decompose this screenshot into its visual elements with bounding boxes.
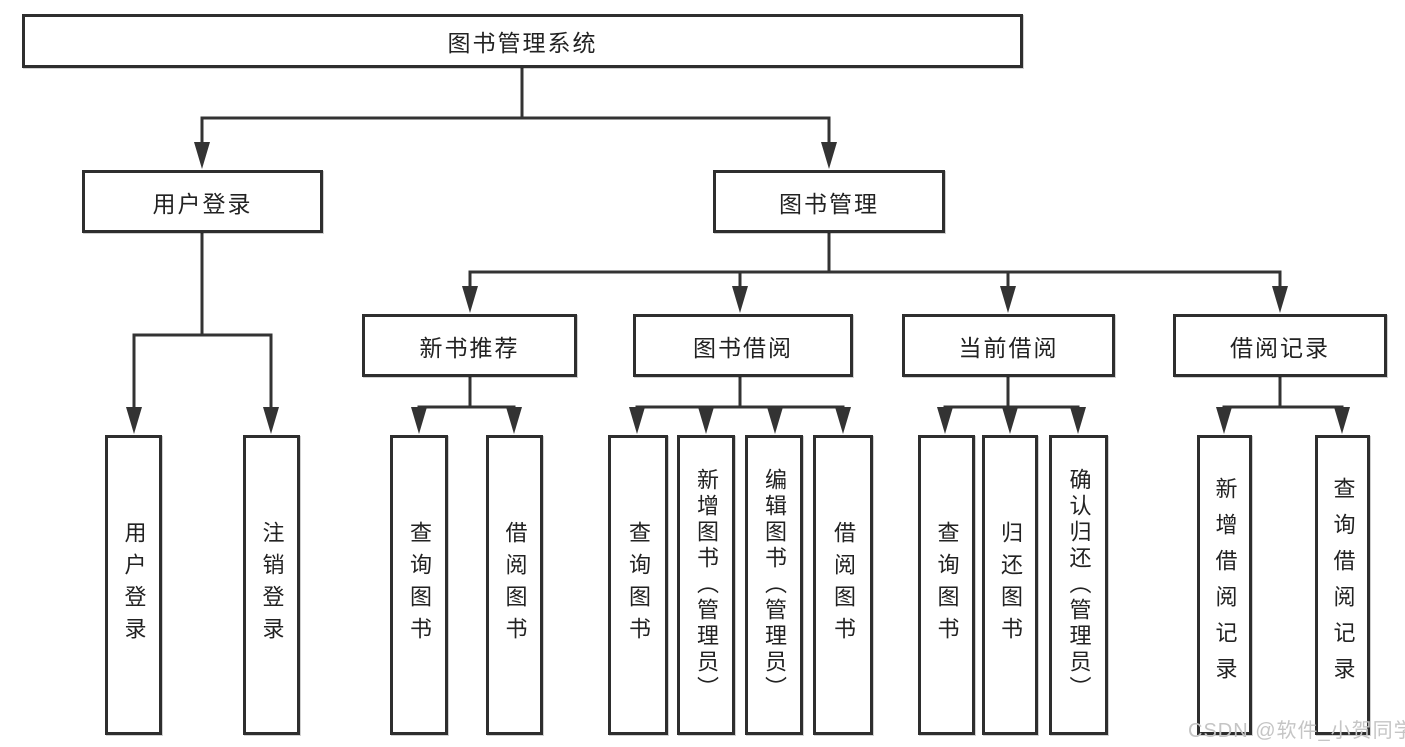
leaf-logout: 注销登录 [243, 435, 300, 735]
node-book-management: 图书管理 [713, 170, 945, 233]
leaf-add-book-admin: 新增图书（管理员） [677, 435, 735, 735]
leaf-query-books-borrowing: 查询图书 [608, 435, 668, 735]
leaf-borrow-books-borrowing: 借阅图书 [813, 435, 873, 735]
leaf-query-books-recommend: 查询图书 [390, 435, 448, 735]
leaf-query-borrow-record: 查询借阅记录 [1315, 435, 1370, 735]
leaf-confirm-return-admin: 确认归还（管理员） [1049, 435, 1108, 735]
node-current-borrowing: 当前借阅 [902, 314, 1115, 377]
leaf-borrow-books-recommend: 借阅图书 [486, 435, 543, 735]
node-library-management-system: 图书管理系统 [22, 14, 1023, 68]
leaf-query-books-current: 查询图书 [918, 435, 975, 735]
node-book-borrowing: 图书借阅 [633, 314, 853, 377]
node-user-login: 用户登录 [82, 170, 323, 233]
leaf-add-borrow-record: 新增借阅记录 [1197, 435, 1252, 735]
node-borrowing-records: 借阅记录 [1173, 314, 1387, 377]
node-new-book-recommendation: 新书推荐 [362, 314, 577, 377]
leaf-edit-book-admin: 编辑图书（管理员） [745, 435, 803, 735]
leaf-return-book: 归还图书 [982, 435, 1038, 735]
leaf-user-login: 用户登录 [105, 435, 162, 735]
csdn-watermark: CSDN @软件_小贺同学 [1188, 720, 1405, 742]
